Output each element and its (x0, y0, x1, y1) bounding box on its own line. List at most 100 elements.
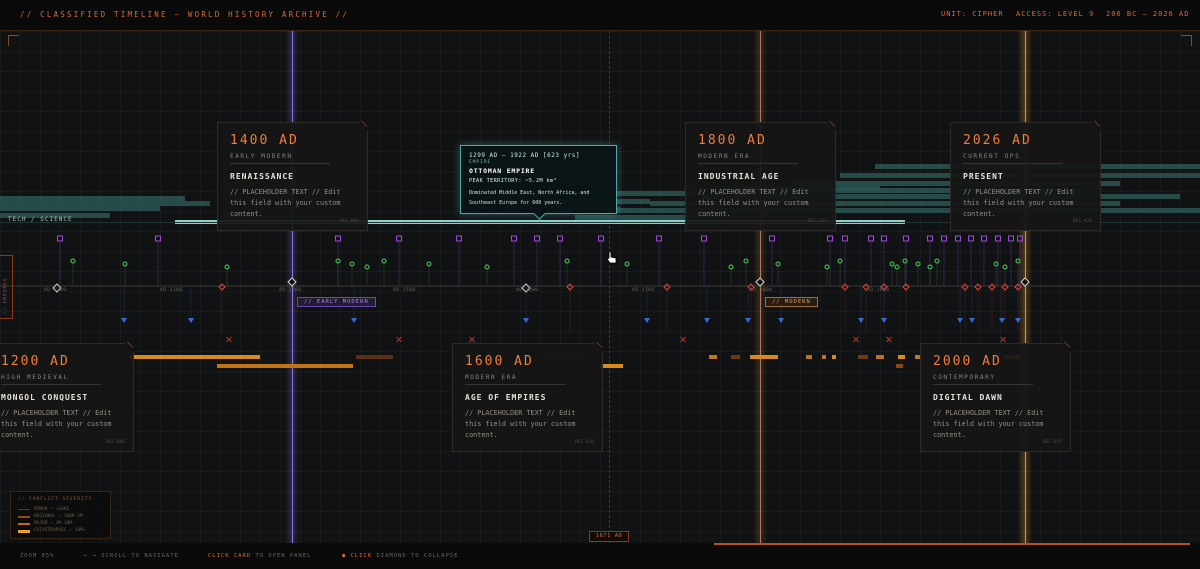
era-card-digital-dawn[interactable]: 2000 AD CONTEMPORARY DIGITAL DAWN // PLA… (920, 341, 1071, 452)
tooltip-name: OTTOMAN EMPIRE (469, 167, 535, 175)
era-card-age-of-empires[interactable]: 1600 AD MODERN ERA AGE OF EMPIRES // PLA… (452, 341, 603, 452)
discovery-event-marker (122, 261, 128, 267)
legend-swatch (18, 509, 30, 510)
era-diamond-marker (287, 277, 297, 287)
era-card-industrial-age[interactable]: 1800 AD MODERN ERA INDUSTRIAL AGE // PLA… (685, 120, 836, 231)
card-era: MODERN ERA (465, 374, 518, 381)
conflict-bar (876, 355, 884, 359)
card-era: EARLY MODERN (230, 153, 293, 160)
legend-label: MAJOR — 1M-10M (34, 521, 72, 526)
tech-event-marker (511, 235, 517, 242)
card-date: 1600 AD (465, 354, 534, 369)
conflict-bar (806, 355, 812, 359)
era-diamond-marker (1020, 277, 1030, 287)
card-record-id: REC-227 (808, 219, 827, 224)
year-tick-label: AD 1800 (750, 288, 773, 293)
empire-span-bar (0, 213, 110, 218)
conflict-bar (750, 355, 778, 359)
year-tick-label: AD 1900 (867, 288, 890, 293)
tech-event-marker (57, 235, 63, 242)
year-scrubber[interactable]: 1671 AD (589, 531, 629, 542)
scrubber-year: 1671 AD (595, 533, 623, 539)
card-date: 2000 AD (933, 354, 1002, 369)
conflict-event-marker (974, 283, 982, 291)
unit-label: UNIT: CIPHER (941, 10, 1004, 18)
timeline-tracks (0, 164, 1200, 368)
discovery-event-marker (1015, 258, 1021, 264)
trade-event-marker (778, 318, 784, 323)
scroll-hint: ← → SCROLL TO NAVIGATE (84, 553, 179, 559)
year-tick-label: AD 1400 (279, 288, 302, 293)
battle-x-marker (680, 336, 686, 343)
trade-event-marker (644, 318, 650, 323)
legend-swatch (18, 523, 30, 525)
discovery-event-marker (743, 258, 749, 264)
card-body: // PLACEHOLDER TEXT // Edit this field w… (465, 409, 576, 439)
discovery-event-marker (894, 264, 900, 270)
discovery-event-marker (426, 261, 432, 267)
hand-cursor-icon (606, 251, 617, 264)
conflict-event-marker (218, 283, 226, 291)
legend-label: MINOR — <10KE (34, 507, 70, 512)
card-title: INDUSTRIAL AGE (698, 172, 780, 181)
era-line-modern (760, 31, 761, 543)
conflict-event-marker (663, 283, 671, 291)
tooltip-dates: 1299 AD — 1922 AD [623 yrs] (469, 152, 581, 159)
trade-event-marker (188, 318, 194, 323)
card-record-id: REC-418 (575, 440, 594, 445)
discovery-event-marker (349, 261, 355, 267)
tech-event-marker (557, 235, 563, 242)
discovery-event-marker (902, 258, 908, 264)
card-title: RENAISSANCE (230, 172, 294, 181)
conflict-bar (731, 355, 740, 359)
battle-x-marker (469, 336, 475, 343)
diamond-hint-key: ● CLICK (342, 553, 373, 559)
battle-x-marker (853, 336, 859, 343)
trade-event-marker (121, 318, 127, 323)
card-hint: CLICK CARD TO OPEN PANEL (208, 553, 311, 559)
trade-event-marker (745, 318, 751, 323)
discovery-event-marker (224, 264, 230, 270)
conflict-bar (822, 355, 826, 359)
card-body: // PLACEHOLDER TEXT // Edit this field w… (963, 188, 1074, 218)
discovery-event-marker (824, 264, 830, 270)
empires-side-tab[interactable]: // EMPIRES (0, 255, 13, 319)
conflict-severity-legend: // CONFLICT SEVERITY MINOR — <10KE REGIO… (10, 491, 111, 539)
tech-event-marker (769, 235, 775, 242)
tooltip-stat: PEAK TERRITORY: ~5.2M km² (469, 178, 558, 184)
era-card-renaissance[interactable]: 1400 AD EARLY MODERN RENAISSANCE // PLAC… (217, 120, 368, 231)
tech-event-marker (1017, 235, 1023, 242)
discovery-event-marker (335, 258, 341, 264)
access-label: ACCESS: LEVEL 9 (1016, 10, 1095, 18)
tech-event-marker (656, 235, 662, 242)
card-hint-key: CLICK CARD (208, 553, 252, 559)
bottom-bar: ZOOM 85% ← → SCROLL TO NAVIGATE CLICK CA… (0, 543, 1200, 569)
legend-swatch (18, 530, 30, 533)
tech-event-marker (396, 235, 402, 242)
tech-event-marker (868, 235, 874, 242)
trade-event-marker (999, 318, 1005, 323)
discovery-event-marker (728, 264, 734, 270)
tech-event-marker (903, 235, 909, 242)
card-era: MODERN ERA (698, 153, 751, 160)
card-body: // PLACEHOLDER TEXT // Edit this field w… (1, 409, 112, 439)
era-card-present[interactable]: 2026 AD CURRENT OPS PRESENT // PLACEHOLD… (950, 120, 1101, 231)
conflict-bar (898, 355, 905, 359)
trade-event-marker (523, 318, 529, 323)
discovery-event-marker (889, 261, 895, 267)
era-card-mongol-conquest[interactable]: 1200 AD HIGH MEDIEVAL MONGOL CONQUEST //… (0, 341, 134, 452)
conflict-bar (217, 364, 353, 368)
card-date: 1200 AD (1, 354, 70, 369)
diamond-hint: ● CLICK DIAMOND TO COLLAPSE (342, 553, 458, 559)
tooltip-description: Dominated Middle East, North Africa, and… (469, 190, 590, 206)
conflict-event-marker (747, 283, 755, 291)
tech-event-marker (1008, 235, 1014, 242)
conflict-event-marker (902, 283, 910, 291)
legend-swatch (18, 516, 30, 518)
tech-event-marker (955, 235, 961, 242)
tooltip-type: EMPIRE (469, 160, 492, 165)
empire-span-bar (700, 194, 1180, 199)
conflict-event-marker (862, 283, 870, 291)
empire-tooltip: 1299 AD — 1922 AD [623 yrs] EMPIRE OTTOM… (460, 145, 617, 220)
